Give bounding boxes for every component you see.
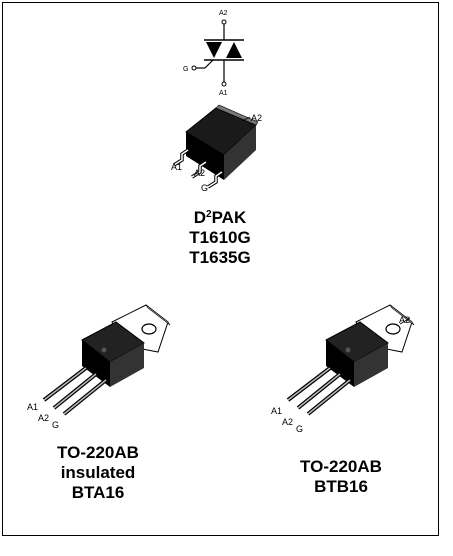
symbol-pin-g-label: G [183, 66, 188, 73]
to220-ins-package-name: TO-220AB [57, 443, 139, 462]
to220-ins-pin-a2-label: A2 [38, 413, 49, 423]
to220-insulated-caption: TO-220AB insulated BTA16 [38, 443, 158, 503]
to220-insulated-package: A1 A2 G [27, 304, 171, 430]
d2pak-pin-a1-label: A1 [171, 162, 182, 172]
to220-ins-note: insulated [60, 463, 136, 482]
symbol-pin-a1-label: A1 [219, 90, 228, 97]
d2pak-package: A2 A1 A2 G [171, 104, 262, 193]
to220-part: BTB16 [314, 477, 368, 496]
to220-pin-a1-label: A1 [271, 406, 282, 416]
d2pak-pin-g-label: G [201, 183, 208, 193]
to220-pin-a2-label: A2 [282, 417, 293, 427]
d2pak-pin-a2-label: A2 [194, 168, 205, 178]
to220-pin-g-label: G [296, 424, 303, 434]
to220-package-name: TO-220AB [300, 457, 382, 476]
symbol-pin-a2-label: A2 [219, 10, 228, 17]
d2pak-package-name: D2PAK [193, 208, 247, 227]
to220-package: A2 A1 A2 G [271, 304, 415, 434]
to220-caption: TO-220AB BTB16 [281, 457, 401, 497]
d2pak-caption: D2PAK T1610G T1635G [160, 208, 280, 268]
to220-tab-a2-label: A2 [399, 315, 410, 325]
d2pak-part-1: T1610G [189, 228, 251, 247]
triac-symbol: A2 A1 G [183, 10, 244, 97]
d2pak-tab-a2-label: A2 [251, 113, 262, 123]
to220-ins-part: BTA16 [71, 483, 125, 502]
d2pak-part-2: T1635G [189, 248, 251, 267]
figure-frame [2, 2, 439, 536]
to220-ins-pin-g-label: G [52, 420, 59, 430]
to220-ins-pin-a1-label: A1 [27, 402, 38, 412]
